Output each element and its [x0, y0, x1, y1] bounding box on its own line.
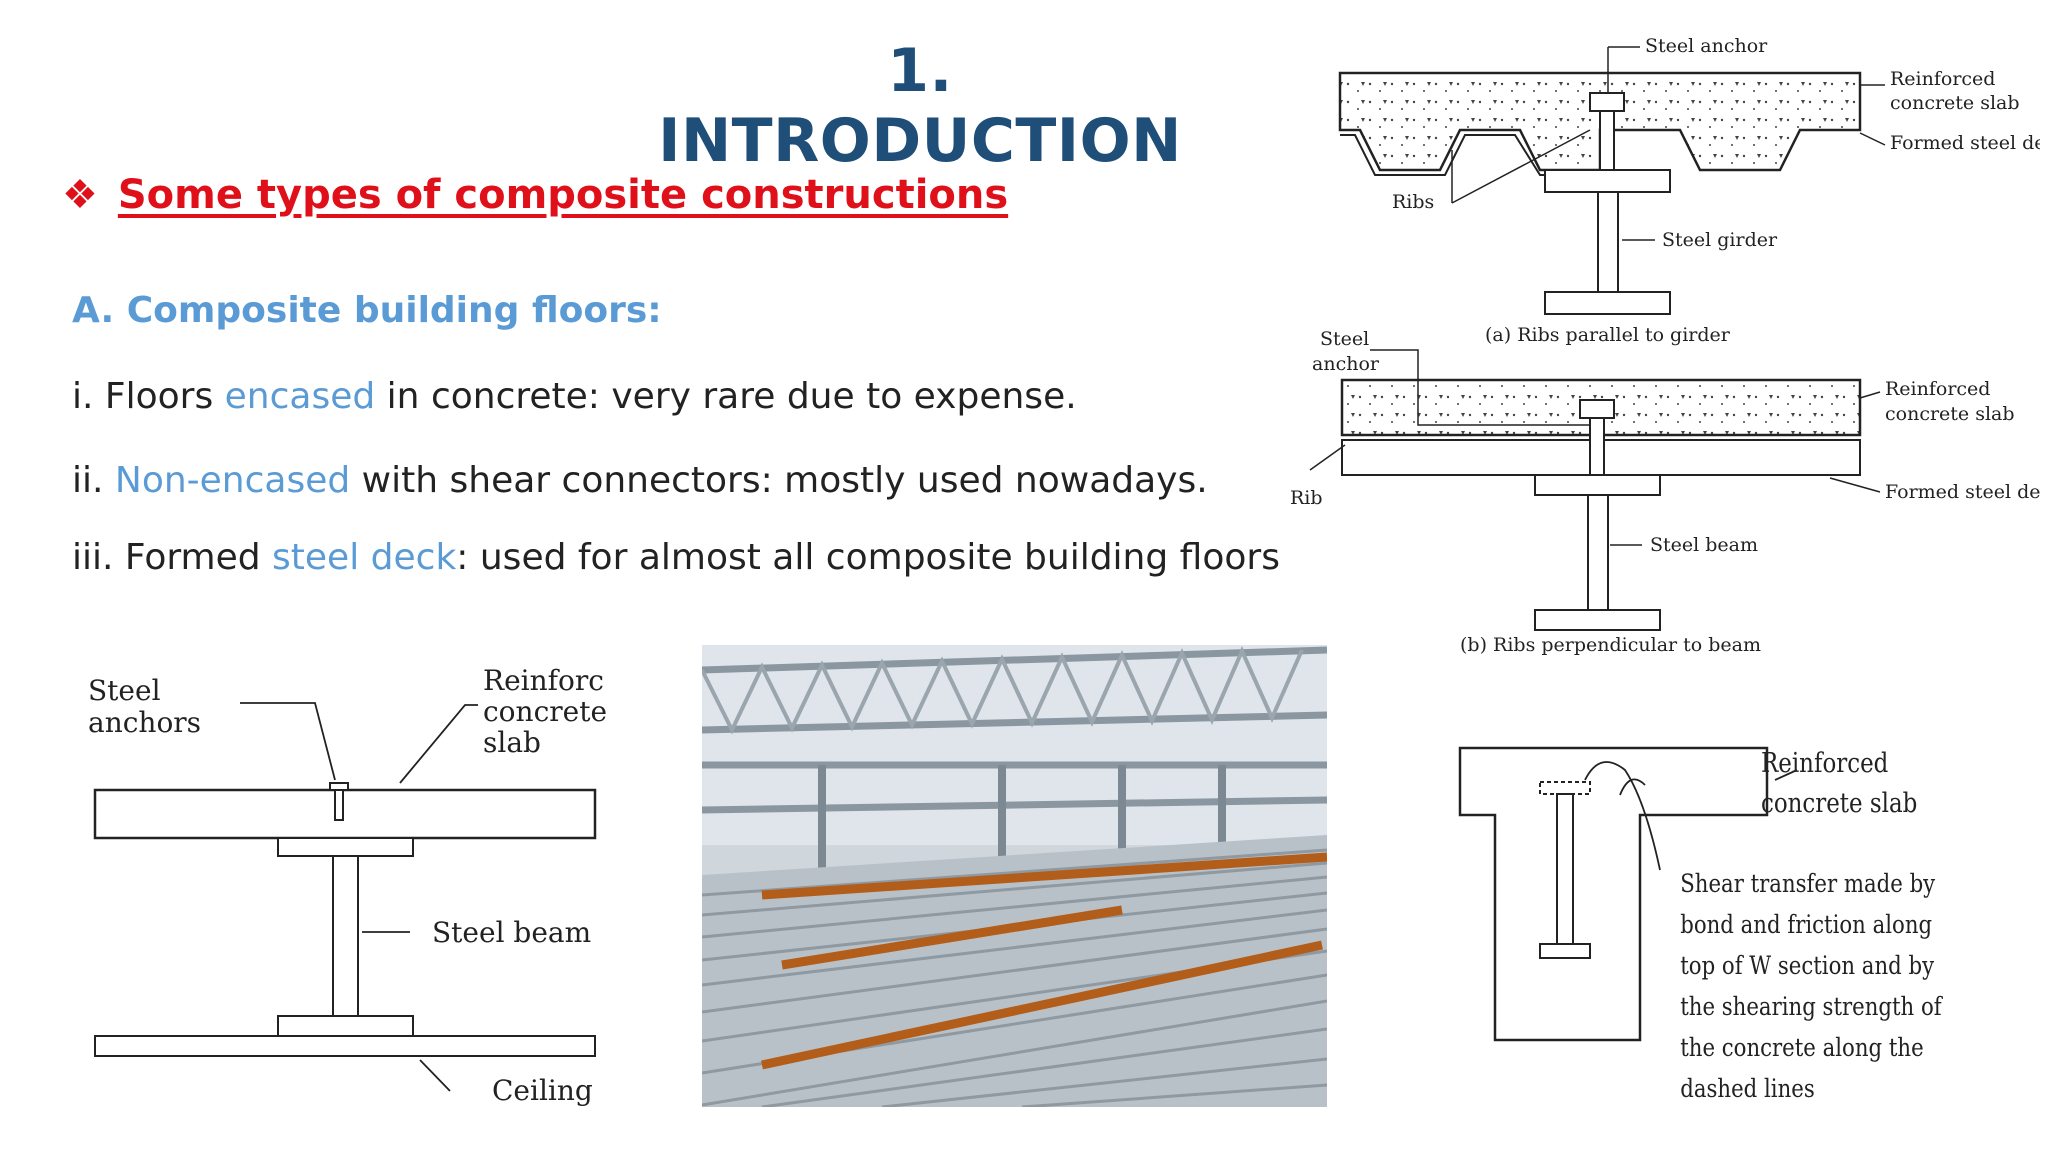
steel-deck-photo: [702, 645, 1327, 1107]
label-slab-a-1: Reinforced: [1890, 68, 1995, 90]
label-slab-c-1: Reinforc: [483, 664, 604, 697]
label-slab-d-1: Reinforced: [1761, 747, 1888, 778]
subtitle: Some types of composite constructions: [117, 172, 1009, 218]
label-rib: Rib: [1290, 487, 1323, 509]
label-ribs: Ribs: [1392, 191, 1434, 213]
label-steel-anchors-2: anchors: [88, 706, 201, 739]
label-slab-d-2: concrete slab: [1761, 787, 1917, 818]
slide-title: 1. INTRODUCTION: [658, 36, 1182, 176]
label-anchor-b-1: Steel: [1320, 328, 1369, 350]
label-slab-b-2: concrete slab: [1885, 403, 2015, 425]
label-steel-beam-b: Steel beam: [1650, 534, 1758, 556]
label-ceiling: Ceiling: [492, 1074, 593, 1107]
list-item: iii. Formed steel deck: used for almost …: [72, 537, 1280, 578]
shear-line-1: Shear transfer made by: [1680, 869, 1936, 898]
shear-line-6: dashed lines: [1680, 1074, 1814, 1103]
label-steel-anchors-1: Steel: [88, 674, 161, 707]
shear-line-2: bond and friction along: [1680, 910, 1932, 939]
shear-line-4: the shearing strength of: [1680, 992, 1943, 1021]
label-slab-a-2: concrete slab: [1890, 92, 2020, 114]
label-slab-c-2: concrete: [483, 695, 607, 728]
label-slab-c-3: slab: [483, 726, 541, 759]
diamond-bullet-icon: ❖: [62, 173, 98, 217]
label-deck-b: Formed steel deck: [1885, 481, 2040, 503]
label-steel-anchor-a: Steel anchor: [1645, 35, 1768, 57]
figure-ribs-perpendicular: Steel anchor Reinforced concrete slab Ri…: [1290, 328, 2040, 656]
label-deck-a: Formed steel deck: [1890, 132, 2040, 154]
figure-shear-transfer: Reinforced concrete slab Shear transfer …: [1458, 746, 1943, 1103]
caption-b: (b) Ribs perpendicular to beam: [1460, 634, 1761, 656]
shear-line-3: top of W section and by: [1680, 951, 1935, 980]
shear-line-5: the concrete along the: [1680, 1033, 1923, 1062]
figure-composite-beam-ceiling: Steel anchors Reinforc concrete slab Ste…: [88, 664, 607, 1107]
figure-ribs-parallel: Steel anchor Reinforced concrete slab Fo…: [1338, 35, 2040, 346]
list-item: i. Floors encased in concrete: very rare…: [72, 376, 1077, 417]
section-heading: A. Composite building floors:: [72, 290, 662, 331]
label-anchor-b-2: anchor: [1312, 353, 1380, 375]
caption-a: (a) Ribs parallel to girder: [1485, 324, 1731, 346]
list-item: ii. Non-encased with shear connectors: m…: [72, 460, 1208, 501]
subtitle-row: ❖ Some types of composite constructions: [62, 172, 1008, 218]
label-steel-girder: Steel girder: [1662, 229, 1778, 251]
label-steel-beam-c: Steel beam: [432, 916, 591, 949]
label-slab-b-1: Reinforced: [1885, 378, 1990, 400]
